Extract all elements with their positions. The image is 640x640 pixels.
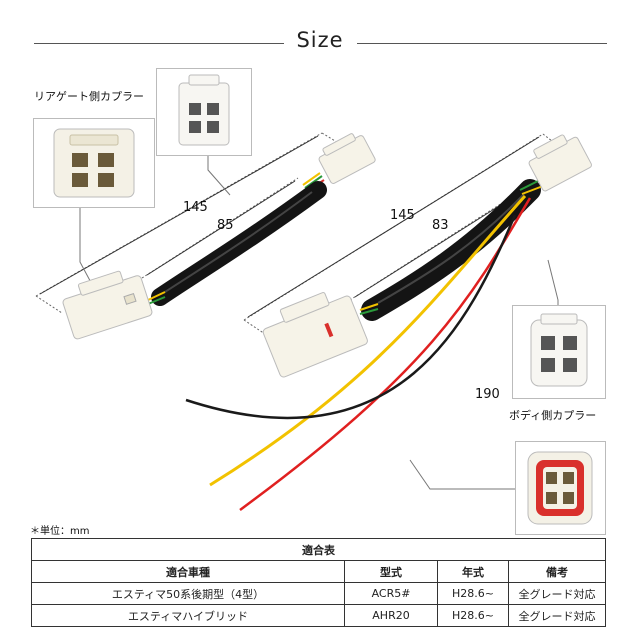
body-coupler-seal-inset	[515, 441, 606, 535]
header-rule-left	[34, 43, 284, 44]
wire-length: 190	[475, 387, 500, 402]
header-rule-right	[357, 43, 607, 44]
row-notes: 全グレード対応	[508, 604, 606, 627]
table-row: エスティマ50系後期型（4型） ACR5# H28.6~ 全グレード対応	[31, 582, 606, 605]
row-model-code: AHR20	[344, 604, 438, 627]
row-notes: 全グレード対応	[508, 582, 606, 605]
header-notes: 備考	[508, 560, 606, 583]
left-harness	[62, 133, 376, 340]
row-vehicle: エスティマ50系後期型（4型）	[31, 582, 345, 605]
left-total-length: 145	[183, 200, 208, 215]
rear-coupler-top-inset	[156, 68, 252, 156]
row-model-code: ACR5#	[344, 582, 438, 605]
harness-illustration	[35, 132, 592, 512]
body-coupler-label: ボディ側カプラー	[509, 409, 597, 422]
page-title: Size	[296, 28, 344, 52]
header-vehicle: 適合車種	[31, 560, 345, 583]
row-year: H28.6~	[437, 604, 509, 627]
rear-coupler-inset	[33, 118, 155, 208]
left-inner-length: 85	[217, 218, 234, 233]
table-caption: 適合表	[31, 538, 606, 561]
right-total-length: 145	[390, 208, 415, 223]
right-inner-length: 83	[432, 218, 449, 233]
dimension-arrows	[39, 135, 540, 318]
compatibility-table: 適合表 適合車種 型式 年式 備考 エスティマ50系後期型（4型） ACR5# …	[31, 538, 606, 627]
row-year: H28.6~	[437, 582, 509, 605]
table-row: エスティマハイブリッド AHR20 H28.6~ 全グレード対応	[31, 604, 606, 627]
row-vehicle: エスティマハイブリッド	[31, 604, 345, 627]
header-year: 年式	[437, 560, 509, 583]
header-model-code: 型式	[344, 560, 438, 583]
body-coupler-inset	[512, 305, 606, 399]
unit-note: ＊単位：mm	[30, 526, 90, 537]
right-harness	[185, 134, 592, 512]
rear-coupler-label: リアゲート側カプラー	[34, 90, 144, 103]
